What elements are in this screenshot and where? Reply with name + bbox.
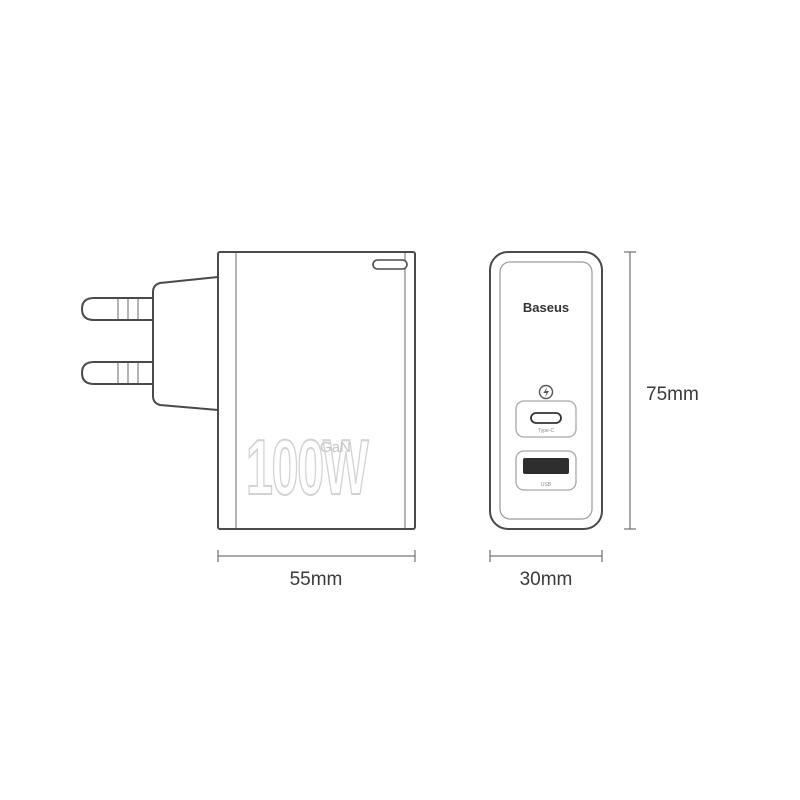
gan-label: GaN [320, 439, 351, 456]
power-label: 100W [246, 423, 369, 511]
dimension-height: 75mm [624, 251, 699, 530]
brand-logo: Baseus [523, 300, 569, 315]
usb-label: USB [541, 482, 552, 488]
height-label: 75mm [646, 384, 699, 405]
charger-side-view: 100W GaN [80, 251, 416, 530]
charger-body [217, 251, 416, 530]
front-face [499, 261, 593, 520]
usb-a-port: USB [515, 450, 577, 491]
power-rating-emboss: 100W GaN [245, 422, 371, 511]
dimension-width: 30mm [489, 550, 603, 590]
fast-charge-icon [538, 384, 554, 400]
type-c-label: Type-C [538, 428, 555, 434]
dimension-length: 55mm [217, 550, 416, 590]
indicator-light [372, 259, 408, 270]
width-label: 30mm [520, 569, 573, 590]
front-body [489, 251, 603, 530]
lower-prong [80, 361, 153, 385]
type-c-port: Type-C [515, 400, 577, 438]
length-label: 55mm [290, 569, 343, 590]
upper-prong [80, 297, 153, 321]
charger-front-view: Baseus Type-C USB [489, 251, 603, 530]
plug-base [152, 276, 219, 411]
